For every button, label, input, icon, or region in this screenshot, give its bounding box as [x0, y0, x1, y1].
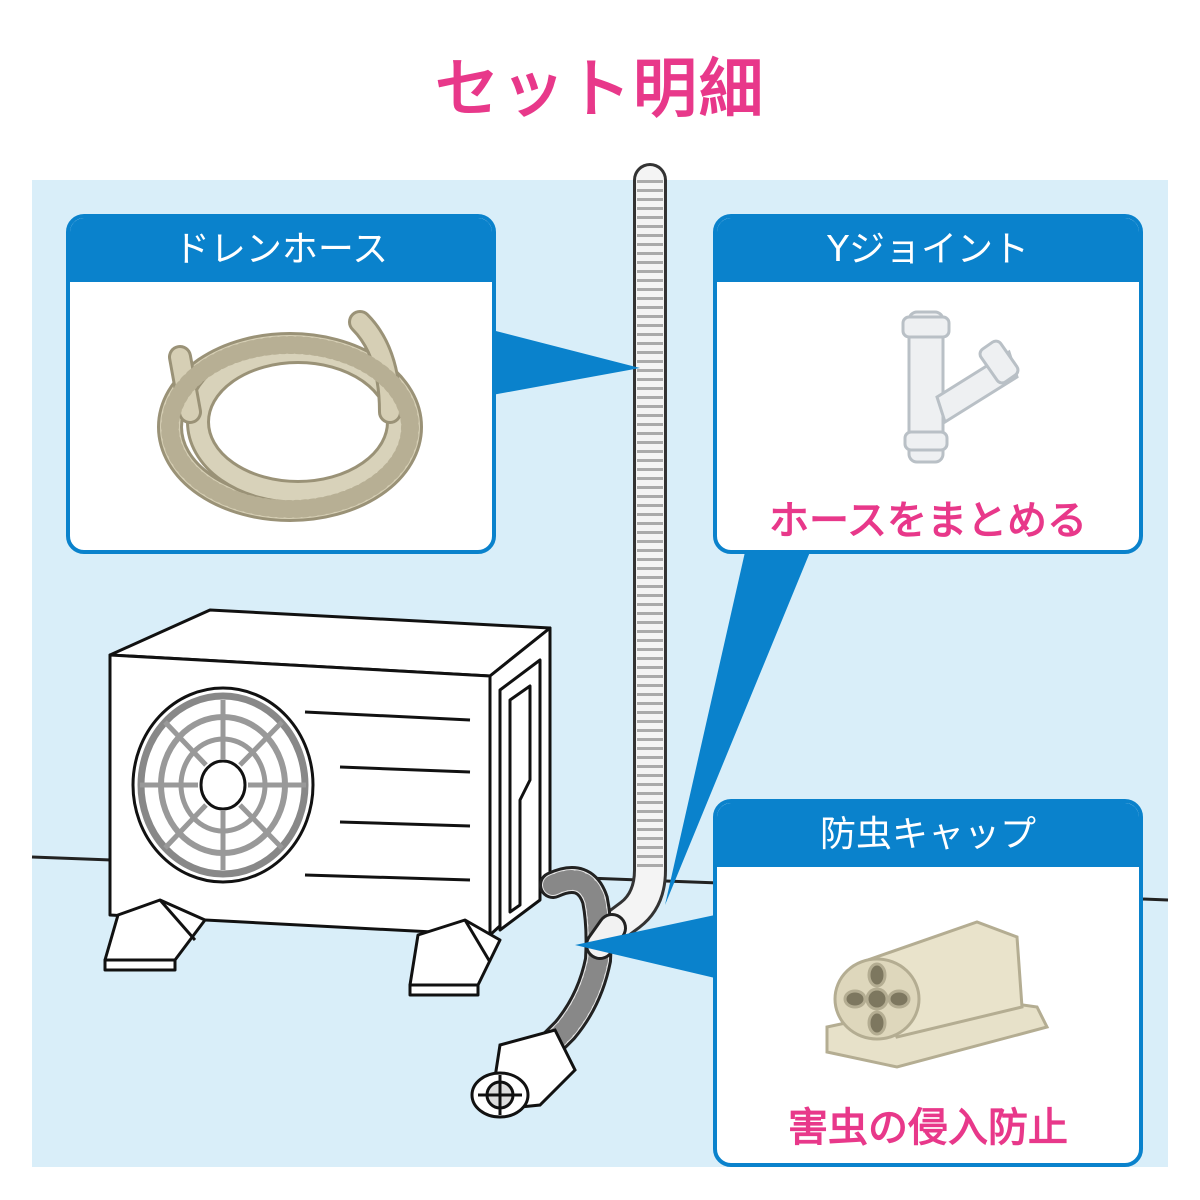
pointer-cap	[575, 915, 715, 978]
part-name: Yジョイント	[717, 218, 1139, 282]
insect-cap-image	[825, 920, 1050, 1069]
y-joint-image	[901, 310, 1020, 464]
part-name: 防虫キャップ	[717, 803, 1139, 867]
pointer-y-joint	[665, 552, 810, 905]
drain-hose-image	[157, 310, 423, 522]
vertical-drain-pipe	[593, 163, 667, 947]
insect-cap-illustration	[470, 1028, 577, 1119]
outdoor-ac-unit	[103, 608, 552, 997]
part-card-insect-cap: 防虫キャップ 害虫の侵入防止	[713, 799, 1143, 1167]
part-name: ドレンホース	[70, 218, 492, 282]
part-caption: ホースをまとめる	[769, 498, 1087, 544]
pointer-hose	[492, 330, 640, 395]
flexible-drain-hose	[521, 866, 627, 1074]
part-card-drain-hose: ドレンホース	[66, 214, 496, 554]
page-title: セット明細	[435, 53, 765, 127]
part-card-y-joint: Yジョイント ホースをまとめる	[713, 214, 1143, 554]
part-caption: 害虫の侵入防止	[788, 1105, 1068, 1151]
